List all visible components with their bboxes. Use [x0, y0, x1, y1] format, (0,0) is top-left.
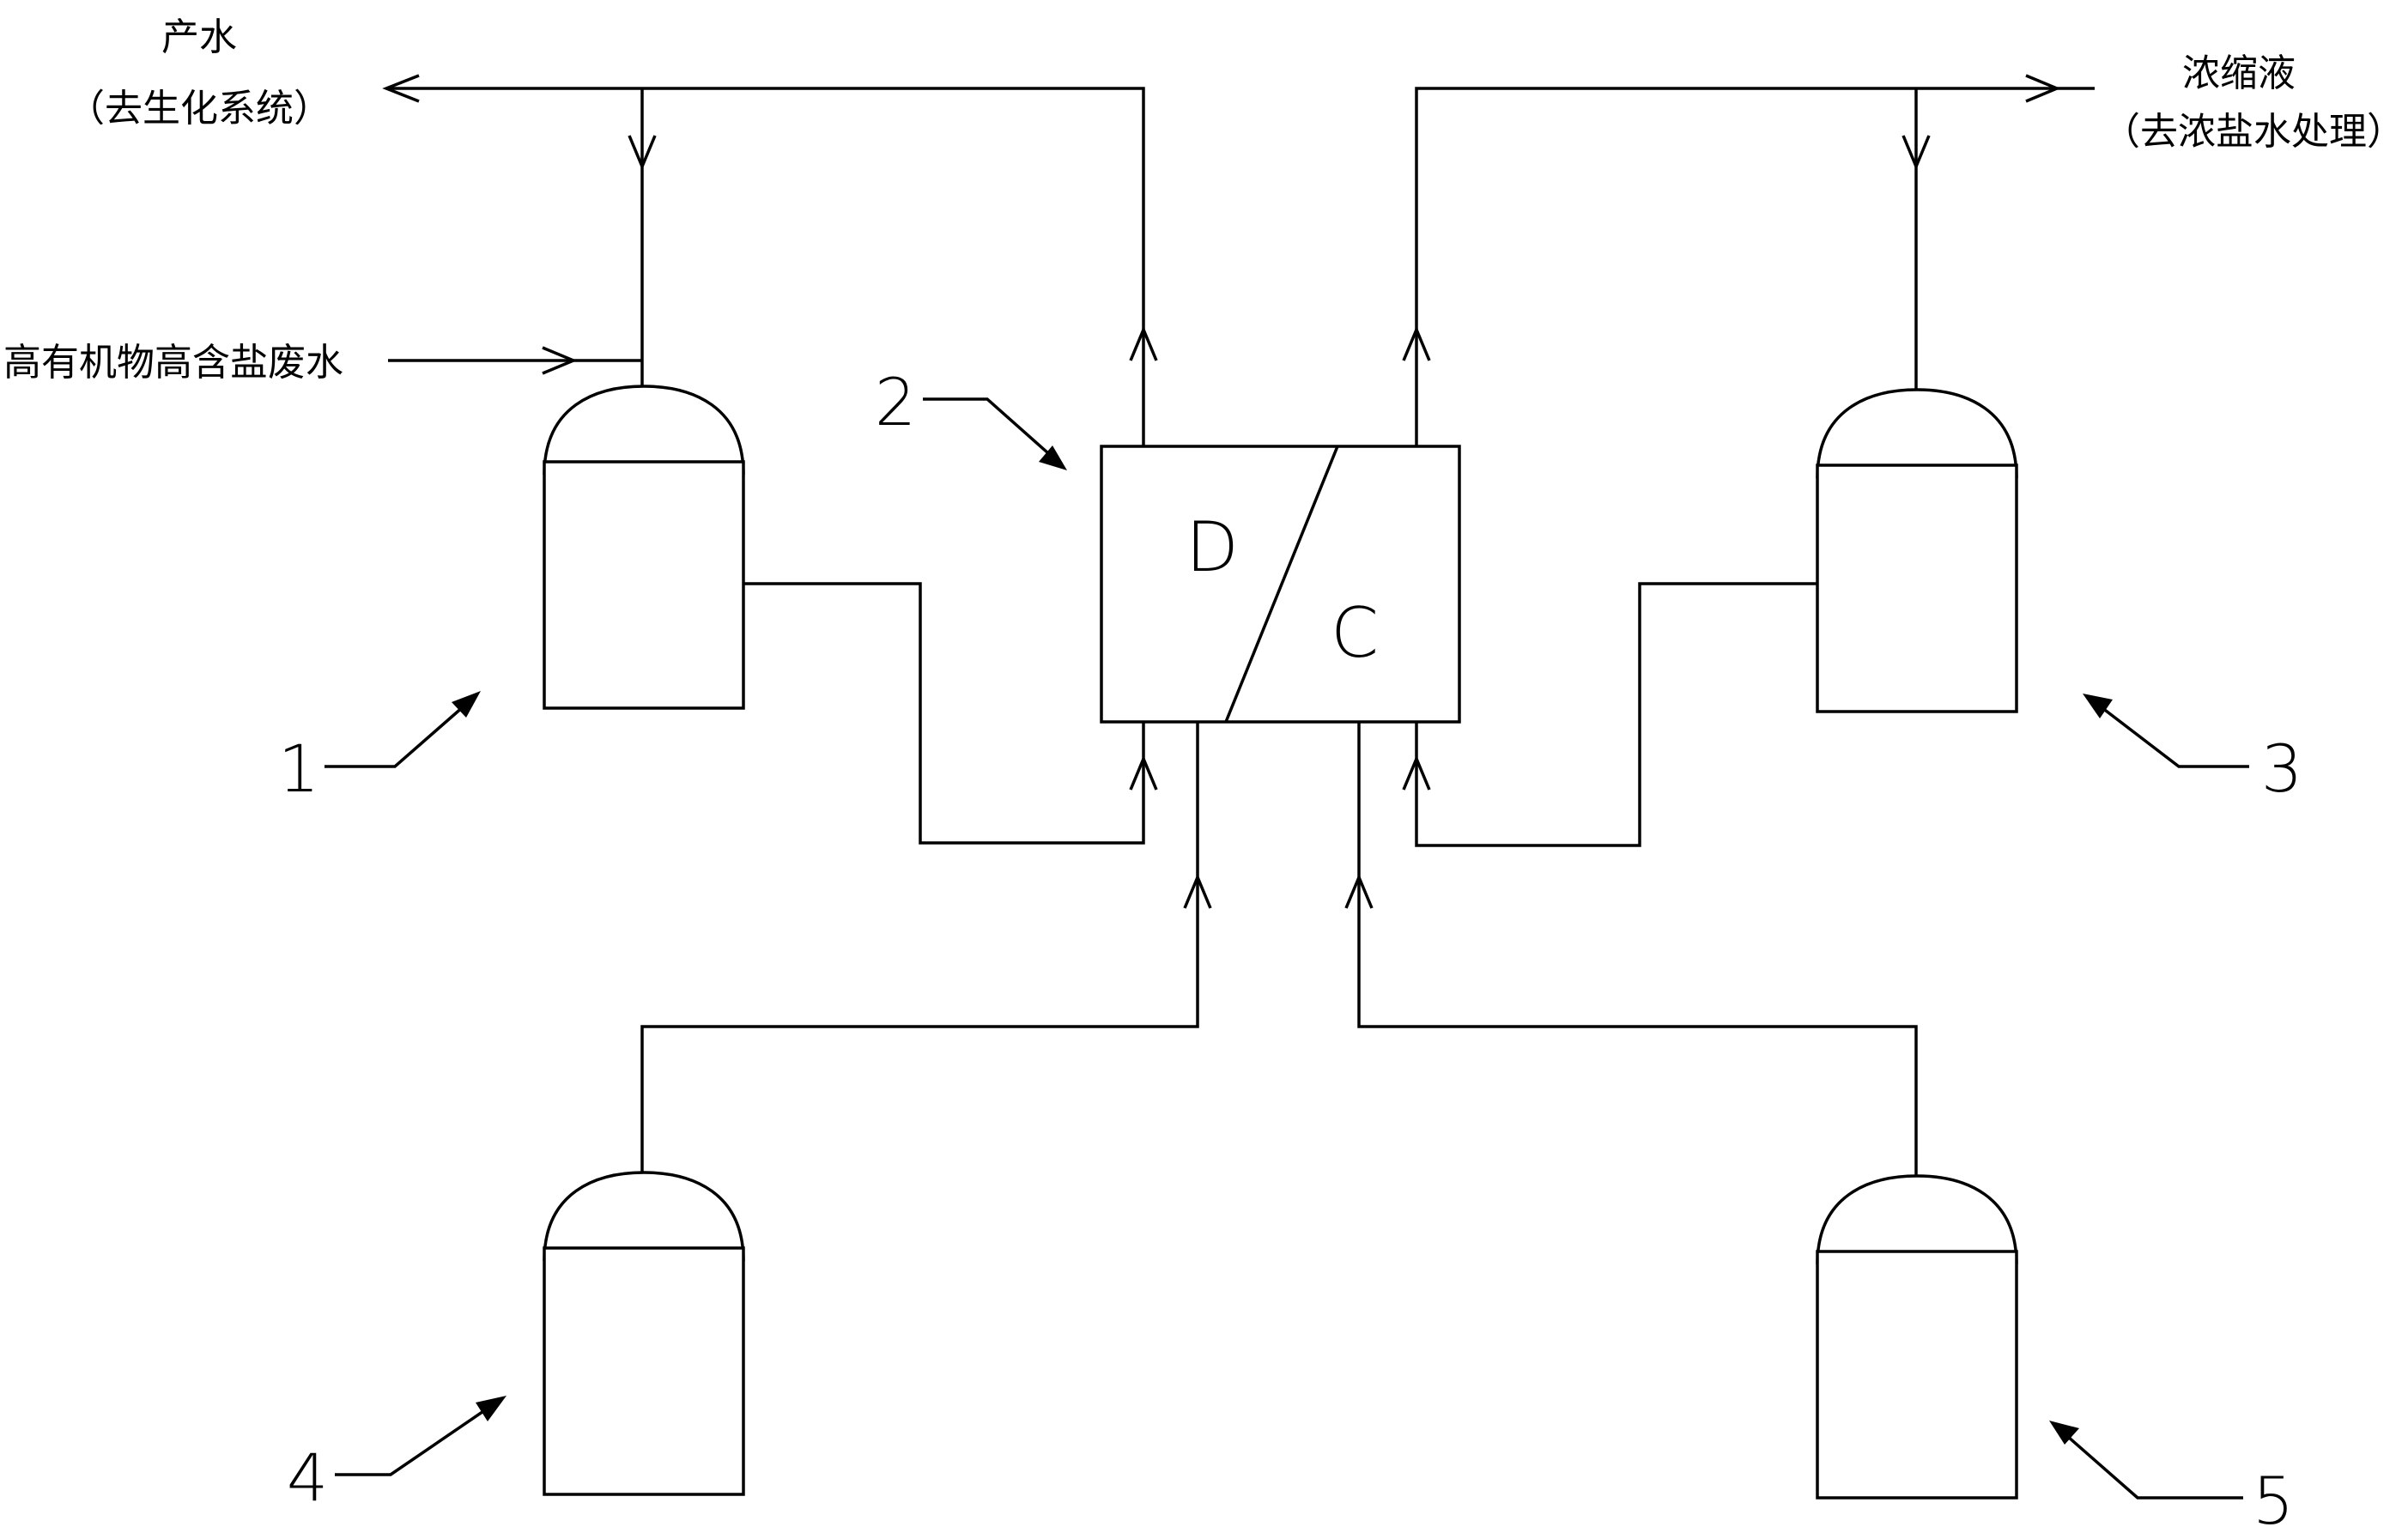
tank5-to-unit-line — [1357, 722, 1918, 1176]
callout-leader-2 — [923, 397, 1058, 462]
callout-arrowhead-2 — [1039, 445, 1067, 470]
callout-arrowhead-3 — [2083, 694, 2113, 718]
callout-arrowhead-5 — [2049, 1421, 2079, 1445]
tank-1 — [543, 385, 745, 710]
callout-leader-1 — [325, 699, 472, 768]
product-water-dest-label: （去生化系统） — [67, 87, 331, 130]
tank3-inlet-arrow — [1402, 754, 1431, 791]
callout-leader-4 — [335, 1403, 494, 1476]
tank-3 — [1816, 388, 2018, 713]
callout-arrowhead-1 — [452, 691, 481, 718]
membrane-divider — [1224, 445, 1339, 723]
concentrate-label: 浓缩液 — [2182, 52, 2296, 95]
tank1-to-unit-line — [743, 582, 1145, 845]
product-water-line — [386, 87, 1145, 446]
callout-number-1: 1 — [278, 730, 319, 807]
concentrate-chamber-label: C — [1331, 593, 1379, 673]
concentrate-dest-label: （去浓盐水处理） — [2102, 110, 2405, 154]
outlet-arrow-d — [1129, 325, 1158, 361]
callout-leader-3 — [2093, 700, 2249, 768]
feed-label: 高有机物高含盐废水 — [3, 341, 343, 385]
product-water-label: 产水 — [161, 15, 237, 59]
tank5-inlet-arrow — [1344, 873, 1374, 909]
callout-number-3: 3 — [2261, 730, 2302, 807]
callout-number-4: 4 — [287, 1439, 328, 1516]
recycle-arrow-1 — [628, 135, 657, 171]
callout-arrowhead-4 — [476, 1396, 506, 1421]
tank4-inlet-arrow — [1183, 873, 1212, 909]
callout-leader-5 — [2059, 1428, 2243, 1500]
concentrate-arrow — [2025, 74, 2061, 103]
callout-number-5: 5 — [2253, 1463, 2294, 1533]
product-water-arrow — [382, 74, 420, 103]
tank-4 — [543, 1171, 745, 1496]
tank3-to-unit-line — [1415, 582, 1817, 847]
feed-arrow — [542, 346, 578, 375]
recycle-arrow-3 — [1902, 135, 1931, 171]
concentrate-line — [1415, 87, 2095, 446]
tank1-inlet-arrow — [1129, 754, 1158, 791]
callout-number-2: 2 — [875, 364, 916, 440]
dilute-chamber-label: D — [1186, 507, 1239, 587]
outlet-arrow-c — [1402, 325, 1431, 361]
tank-5 — [1816, 1174, 2018, 1500]
electrodialysis-unit — [1100, 445, 1461, 724]
